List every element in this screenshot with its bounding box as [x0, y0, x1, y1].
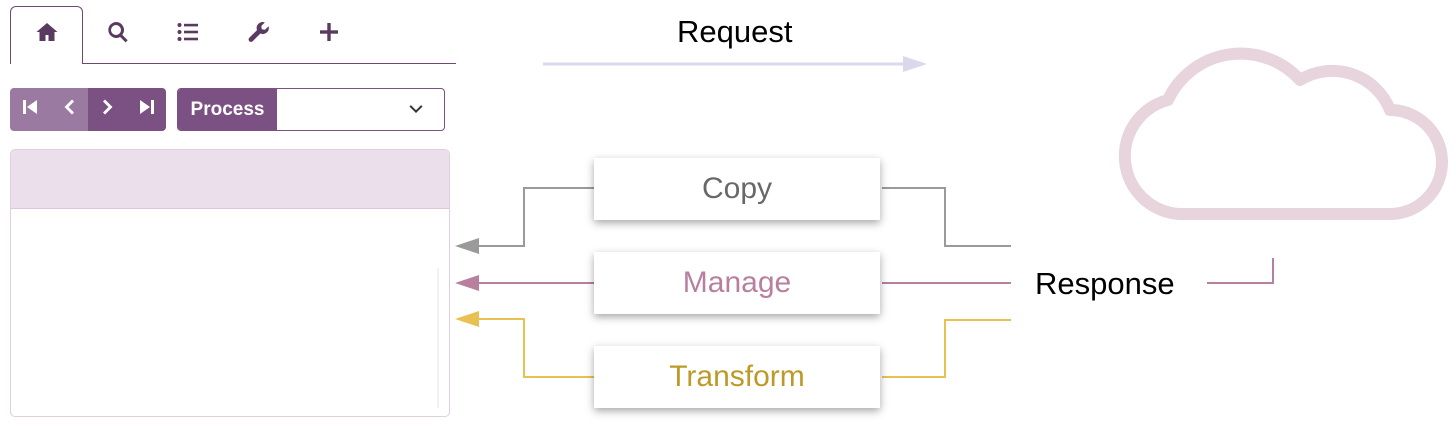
transform-line	[470, 318, 1011, 378]
response-connector	[1207, 258, 1274, 284]
search-icon	[106, 20, 130, 51]
plus-icon	[317, 20, 341, 51]
transform-step-box: Transform	[594, 346, 880, 408]
list-icon	[176, 20, 200, 51]
tab-tools[interactable]	[224, 6, 294, 64]
first-page-button[interactable]	[10, 88, 49, 131]
request-arrow-head	[903, 56, 927, 72]
last-page-icon	[138, 98, 156, 121]
manage-arrow-head	[455, 275, 479, 291]
chevron-down-icon	[388, 89, 444, 130]
next-button[interactable]	[88, 88, 127, 131]
pager	[10, 88, 166, 131]
process-select-label: Process	[178, 89, 277, 130]
panel-header	[11, 150, 449, 209]
tab-add[interactable]	[294, 6, 364, 64]
previous-icon	[60, 98, 78, 121]
last-page-button[interactable]	[127, 88, 166, 131]
copy-line	[470, 187, 1011, 247]
home-icon	[35, 20, 59, 51]
toolbar-tabs	[10, 6, 456, 64]
content-panel	[10, 149, 450, 417]
manage-step-box: Manage	[594, 252, 880, 314]
tab-search[interactable]	[83, 6, 153, 64]
copy-step-box: Copy	[594, 158, 880, 220]
cloud-icon	[1118, 47, 1448, 220]
tabbar-baseline	[82, 63, 456, 64]
response-label: Response	[1035, 266, 1175, 301]
first-page-icon	[21, 98, 39, 121]
request-label: Request	[677, 14, 793, 49]
process-select[interactable]: Process	[177, 88, 445, 131]
next-icon	[99, 98, 117, 121]
tab-list[interactable]	[153, 6, 223, 64]
tab-home[interactable]	[10, 6, 83, 64]
panel-scrollbar[interactable]	[437, 268, 439, 408]
transform-arrow-head	[455, 311, 479, 327]
previous-button[interactable]	[49, 88, 88, 131]
copy-arrow-head	[455, 238, 479, 254]
wrench-icon	[247, 20, 271, 51]
